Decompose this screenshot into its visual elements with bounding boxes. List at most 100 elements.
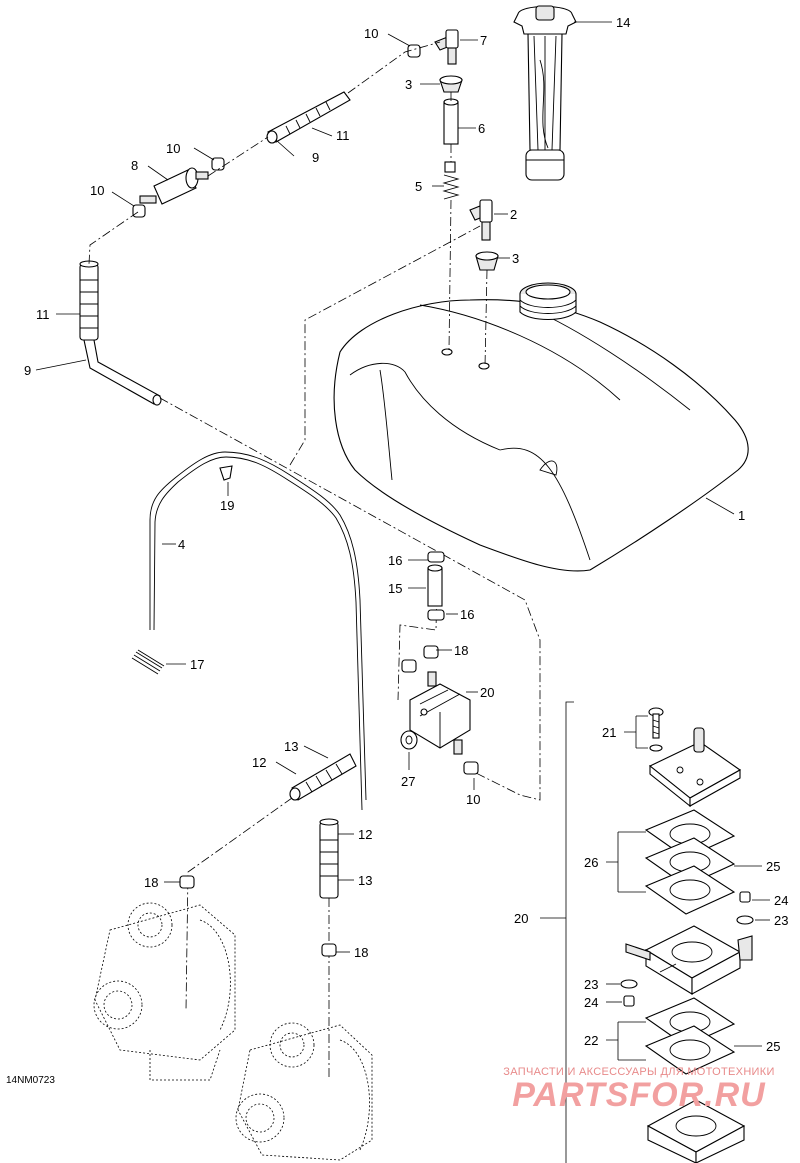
vent-sleeve-11-left bbox=[56, 260, 99, 341]
callout-24-top: 24 bbox=[774, 893, 788, 908]
vent-sleeve-11-top bbox=[266, 91, 351, 144]
diaphragm-25-lower bbox=[644, 1025, 736, 1075]
callout-18-pump: 18 bbox=[454, 643, 468, 658]
rubber-grommet-19 bbox=[219, 465, 233, 496]
clamp-10-top bbox=[387, 33, 421, 58]
callout-2: 2 bbox=[510, 207, 517, 222]
callout-18-left: 18 bbox=[144, 875, 158, 890]
callout-18-right: 18 bbox=[354, 945, 368, 960]
callout-17: 17 bbox=[190, 657, 204, 672]
callout-3-top: 3 bbox=[405, 77, 412, 92]
clamp-10-left bbox=[111, 191, 146, 218]
callout-11-left: 11 bbox=[36, 307, 50, 322]
vent-hose-9-top bbox=[275, 139, 295, 157]
spring-17 bbox=[131, 649, 186, 675]
washer-23-lower bbox=[606, 979, 638, 989]
hose-15 bbox=[408, 564, 443, 607]
vent-fitting-7 bbox=[434, 29, 478, 65]
callout-16-lower: 16 bbox=[460, 607, 474, 622]
diagram-code: 14NM0723 bbox=[6, 1075, 55, 1086]
clamp-18-left bbox=[164, 875, 195, 889]
fuel-tank bbox=[333, 282, 749, 572]
bracket-26 bbox=[606, 831, 646, 893]
carburetor-left bbox=[93, 902, 236, 1081]
return-route bbox=[289, 225, 481, 466]
valve-24-top bbox=[739, 891, 770, 903]
callout-19: 19 bbox=[220, 498, 234, 513]
callout-20-pump: 20 bbox=[480, 685, 494, 700]
vent-route-filter bbox=[207, 136, 269, 177]
sleeve-13-right bbox=[319, 818, 354, 899]
callout-5: 5 bbox=[415, 179, 422, 194]
fuel-pump-20 bbox=[409, 671, 478, 755]
washer-23-top bbox=[736, 915, 770, 925]
sleeve-13-left bbox=[289, 745, 357, 801]
vent-route-tank bbox=[159, 397, 541, 801]
grommet-3-top bbox=[420, 75, 463, 93]
fuel-line-4 bbox=[149, 451, 367, 811]
callout-11-top: 11 bbox=[336, 128, 350, 143]
callout-25-lower: 25 bbox=[766, 1039, 780, 1054]
callout-12-right: 12 bbox=[358, 827, 372, 842]
callout-10-left: 10 bbox=[90, 183, 104, 198]
valve-24-lower bbox=[606, 995, 635, 1007]
tank-fitting-axis-1 bbox=[448, 92, 452, 351]
spring-5 bbox=[432, 161, 460, 200]
bracket-22 bbox=[606, 1021, 646, 1061]
fuel-fitting-2 bbox=[469, 199, 508, 241]
vent-route-left bbox=[88, 211, 139, 265]
clamp-16-lower bbox=[427, 609, 458, 621]
watermark-brand: PARTSFOR.RU bbox=[512, 1076, 766, 1114]
callout-4: 4 bbox=[178, 537, 185, 552]
grommet-3-lower bbox=[475, 251, 510, 271]
screw-21 bbox=[624, 707, 664, 752]
callout-12-left: 12 bbox=[252, 755, 266, 770]
callout-8: 8 bbox=[131, 158, 138, 173]
clamp-10-pump bbox=[463, 761, 479, 790]
callout-13-left: 13 bbox=[284, 739, 298, 754]
callout-21: 21 bbox=[602, 725, 616, 740]
watermark-subtitle: ЗАПЧАСТИ И АКСЕССУАРЫ ДЛЯ МОТОТЕХНИКИ bbox=[503, 1066, 775, 1078]
callout-27: 27 bbox=[401, 774, 415, 789]
callout-16-top: 16 bbox=[388, 553, 402, 568]
clamp-18-pump bbox=[401, 645, 452, 673]
callout-23-top: 23 bbox=[774, 913, 788, 928]
clamp-18-right bbox=[321, 943, 350, 957]
callout-15: 15 bbox=[388, 581, 402, 596]
leader-1 bbox=[705, 497, 735, 515]
fuel-gauge-14 bbox=[513, 5, 612, 181]
callout-1: 1 bbox=[738, 508, 745, 523]
watermark: ЗАПЧАСТИ И АКСЕССУАРЫ ДЛЯ МОТОТЕХНИКИ PA… bbox=[484, 1066, 794, 1112]
callout-13-right: 13 bbox=[358, 873, 372, 888]
pump-base bbox=[646, 1099, 746, 1163]
tank-fitting-axis-2 bbox=[484, 269, 488, 367]
callout-23-lower: 23 bbox=[584, 977, 598, 992]
pump-cover-top bbox=[648, 727, 742, 808]
vent-hose-9-left bbox=[35, 339, 162, 406]
callout-9-left: 9 bbox=[24, 363, 31, 378]
pump-body bbox=[625, 925, 753, 995]
callout-25-top: 25 bbox=[766, 859, 780, 874]
grommet-27 bbox=[400, 730, 418, 770]
callout-6: 6 bbox=[478, 121, 485, 136]
clamp-16-top bbox=[408, 551, 445, 563]
vent-route-top bbox=[347, 41, 441, 94]
fuel-filter-8 bbox=[139, 165, 209, 205]
hose-6 bbox=[443, 98, 476, 145]
callout-20-kit: 20 bbox=[514, 911, 528, 926]
gasket-26-b bbox=[644, 865, 736, 915]
callout-10-pump: 10 bbox=[466, 792, 480, 807]
carb-route-left bbox=[185, 797, 293, 1011]
callout-22: 22 bbox=[584, 1033, 598, 1048]
callout-10-mid: 10 bbox=[166, 141, 180, 156]
pump-kit-bracket bbox=[540, 701, 574, 1163]
hose-12-left bbox=[275, 761, 297, 775]
callout-7: 7 bbox=[480, 33, 487, 48]
callout-24-lower: 24 bbox=[584, 995, 598, 1010]
callout-26: 26 bbox=[584, 855, 598, 870]
clamp-10-mid bbox=[193, 147, 225, 171]
callout-3-lower: 3 bbox=[512, 251, 519, 266]
callout-9-top: 9 bbox=[312, 150, 319, 165]
callout-14: 14 bbox=[616, 15, 630, 30]
